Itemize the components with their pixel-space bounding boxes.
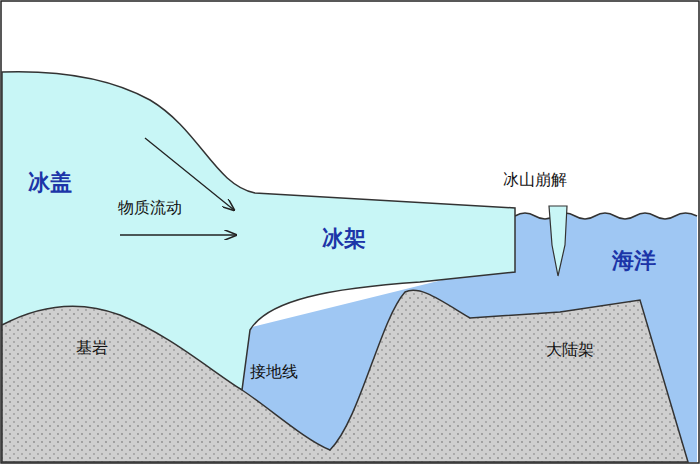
feature-label: 接地线 (250, 362, 298, 381)
region-label: 基岩 (76, 338, 108, 357)
region-label: 大陆架 (546, 340, 594, 359)
region-label: 冰盖 (28, 170, 72, 196)
process-label: 物质流动 (118, 198, 182, 217)
process-label: 冰山崩解 (503, 170, 567, 189)
region-label: 海洋 (612, 248, 656, 274)
water-surface (515, 213, 697, 219)
bedrock (2, 290, 688, 462)
iceberg (549, 206, 567, 276)
region-label: 冰架 (322, 226, 366, 252)
flow-arrow (120, 234, 236, 235)
